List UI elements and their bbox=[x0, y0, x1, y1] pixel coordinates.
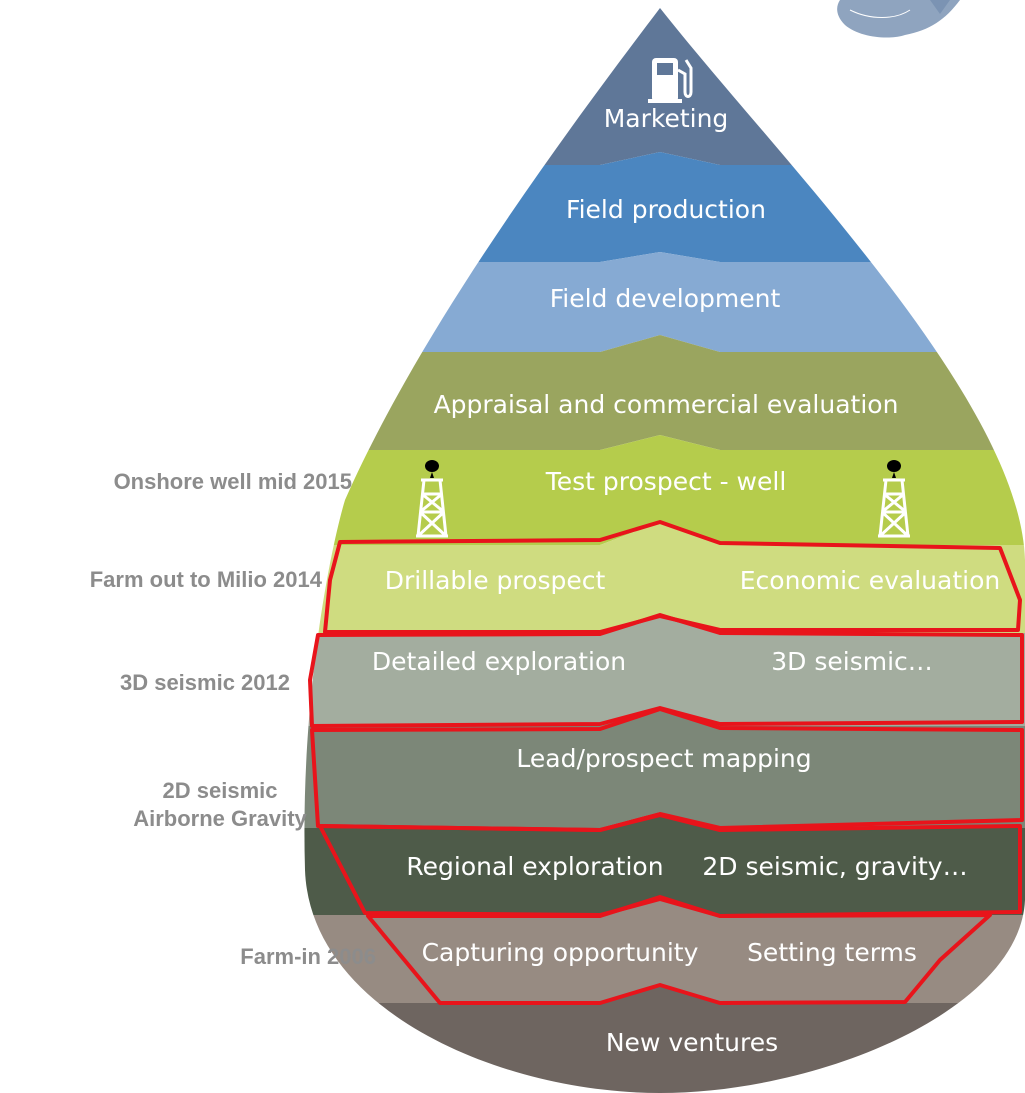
oil-rig-icon bbox=[416, 460, 448, 538]
band-label-2d-seismic-gravity: 2D seismic, gravity… bbox=[702, 852, 967, 881]
band-label-3d-seismic: 3D seismic… bbox=[771, 647, 933, 676]
band-label-drillable-prospect: Drillable prospect bbox=[385, 566, 606, 595]
band-appraisal bbox=[304, 335, 1025, 450]
band-label-marketing: Marketing bbox=[604, 104, 729, 133]
band-label-test-prospect: Test prospect - well bbox=[545, 467, 787, 496]
band-new-ventures bbox=[304, 985, 1025, 1093]
band-label-field-production: Field production bbox=[566, 195, 766, 224]
highlight-outlines bbox=[308, 520, 1024, 1005]
band-label-field-development: Field development bbox=[550, 284, 781, 313]
band-drillable-prospect bbox=[304, 522, 1025, 633]
band-label-detailed-exploration: Detailed exploration bbox=[372, 647, 626, 676]
africa-map-fragment bbox=[837, 0, 960, 38]
band-field-production bbox=[304, 152, 1025, 262]
band-regional-exploration bbox=[304, 812, 1025, 915]
band-capturing-opportunity bbox=[304, 898, 1025, 1003]
band-test-prospect bbox=[304, 435, 1025, 545]
oil-rig-icon bbox=[878, 460, 910, 538]
side-label-farm-out: Farm out to Milio 2014 bbox=[90, 567, 323, 592]
band-field-development bbox=[304, 252, 1025, 352]
band-label-capturing-opportunity: Capturing opportunity bbox=[422, 938, 699, 967]
band-lead-prospect bbox=[304, 707, 1025, 828]
band-label-lead-prospect: Lead/prospect mapping bbox=[516, 744, 811, 773]
highlight-detailed-exploration bbox=[308, 613, 1024, 728]
side-label-3d-seismic: 3D seismic 2012 bbox=[120, 670, 290, 695]
side-label-2d-seismic: 2D seismic bbox=[163, 778, 278, 803]
band-detailed-exploration bbox=[304, 614, 1025, 726]
highlight-capturing-opportunity bbox=[366, 895, 992, 1005]
band-label-regional-exploration: Regional exploration bbox=[406, 852, 663, 881]
side-label-farm-in: Farm-in 2006 bbox=[240, 944, 376, 969]
fuel-pump-icon bbox=[648, 58, 693, 103]
highlight-drillable-prospect bbox=[323, 520, 1022, 634]
band-label-appraisal: Appraisal and commercial evaluation bbox=[434, 390, 899, 419]
band-label-setting-terms: Setting terms bbox=[747, 938, 917, 967]
side-label-airborne-gravity: Airborne Gravity bbox=[133, 806, 307, 831]
band-label-new-ventures: New ventures bbox=[606, 1028, 778, 1057]
band-label-economic-evaluation: Economic evaluation bbox=[740, 566, 1000, 595]
side-label-onshore-well: Onshore well mid 2015 bbox=[114, 469, 352, 494]
